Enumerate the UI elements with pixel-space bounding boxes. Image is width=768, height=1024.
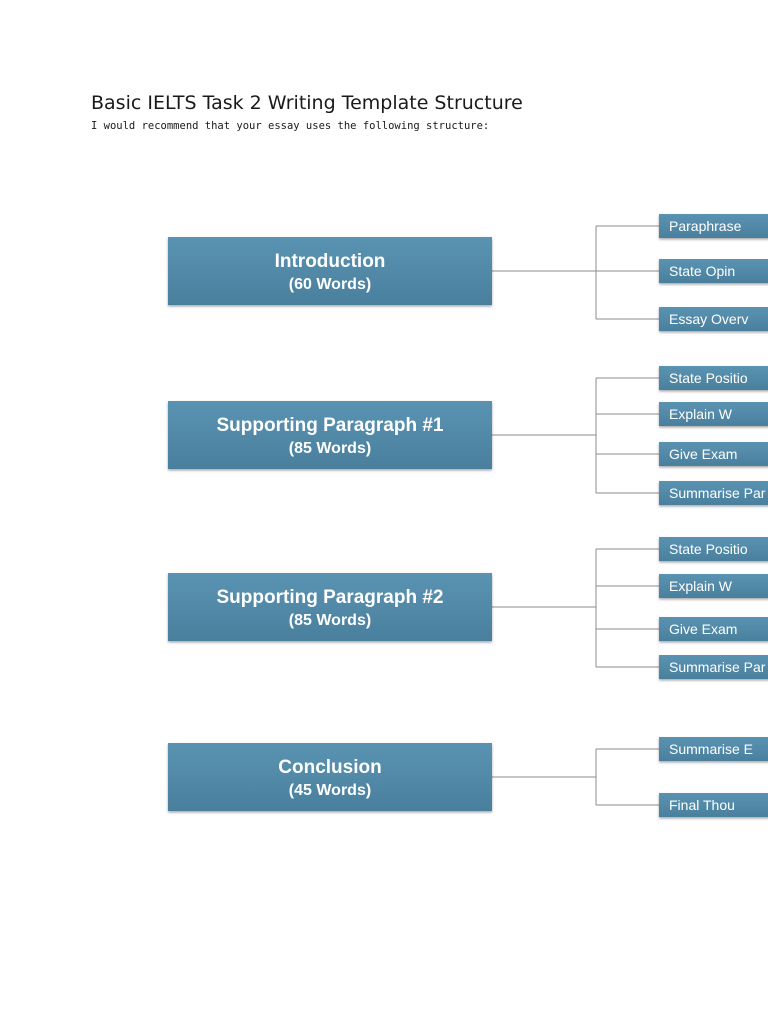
point-box <box>659 442 768 466</box>
section-title: Conclusion <box>278 757 381 778</box>
section-box <box>168 401 492 469</box>
point-box <box>659 481 768 505</box>
point-label: State Positio <box>669 541 748 557</box>
section-box <box>168 743 492 811</box>
point-box <box>659 537 768 561</box>
section-2: Supporting Paragraph #1 (85 Words) State P… <box>168 366 768 505</box>
section-4: Conclusion (45 Words) Summarise E Final Tho… <box>168 737 768 817</box>
point-label: Explain W <box>669 578 733 594</box>
point-box <box>659 737 768 761</box>
point-box <box>659 307 768 331</box>
point-box <box>659 366 768 390</box>
point-label: Give Exam <box>669 621 737 637</box>
point-label: State Opin <box>669 263 735 279</box>
document-subtitle: I would recommend that your essay uses t… <box>91 120 490 132</box>
point-box <box>659 214 768 238</box>
section-word-count: (45 Words) <box>289 782 371 799</box>
section-box <box>168 237 492 305</box>
point-box <box>659 793 768 817</box>
point-label: Final Thou <box>669 797 735 813</box>
point-label: Summarise E <box>669 741 753 757</box>
section-box <box>168 573 492 641</box>
section-word-count: (85 Words) <box>289 612 371 629</box>
point-label: Essay Overv <box>669 311 748 327</box>
point-box <box>659 655 768 679</box>
point-label: State Positio <box>669 370 748 386</box>
point-box <box>659 259 768 283</box>
section-title: Introduction <box>275 251 386 272</box>
document-title: Basic IELTS Task 2 Writing Template Stru… <box>91 92 523 114</box>
section-title: Supporting Paragraph #2 <box>217 587 444 608</box>
section-word-count: (85 Words) <box>289 440 371 457</box>
point-label: Summarise Par <box>669 659 766 675</box>
point-box <box>659 402 768 426</box>
point-label: Summarise Par <box>669 485 766 501</box>
point-box <box>659 574 768 598</box>
point-box <box>659 617 768 641</box>
point-label: Paraphrase <box>669 218 742 234</box>
point-label: Give Exam <box>669 446 737 462</box>
point-label: Explain W <box>669 406 733 422</box>
section-title: Supporting Paragraph #1 <box>217 415 444 436</box>
section-word-count: (60 Words) <box>289 276 371 293</box>
section-3: Supporting Paragraph #2 (85 Words) State P… <box>168 537 768 679</box>
